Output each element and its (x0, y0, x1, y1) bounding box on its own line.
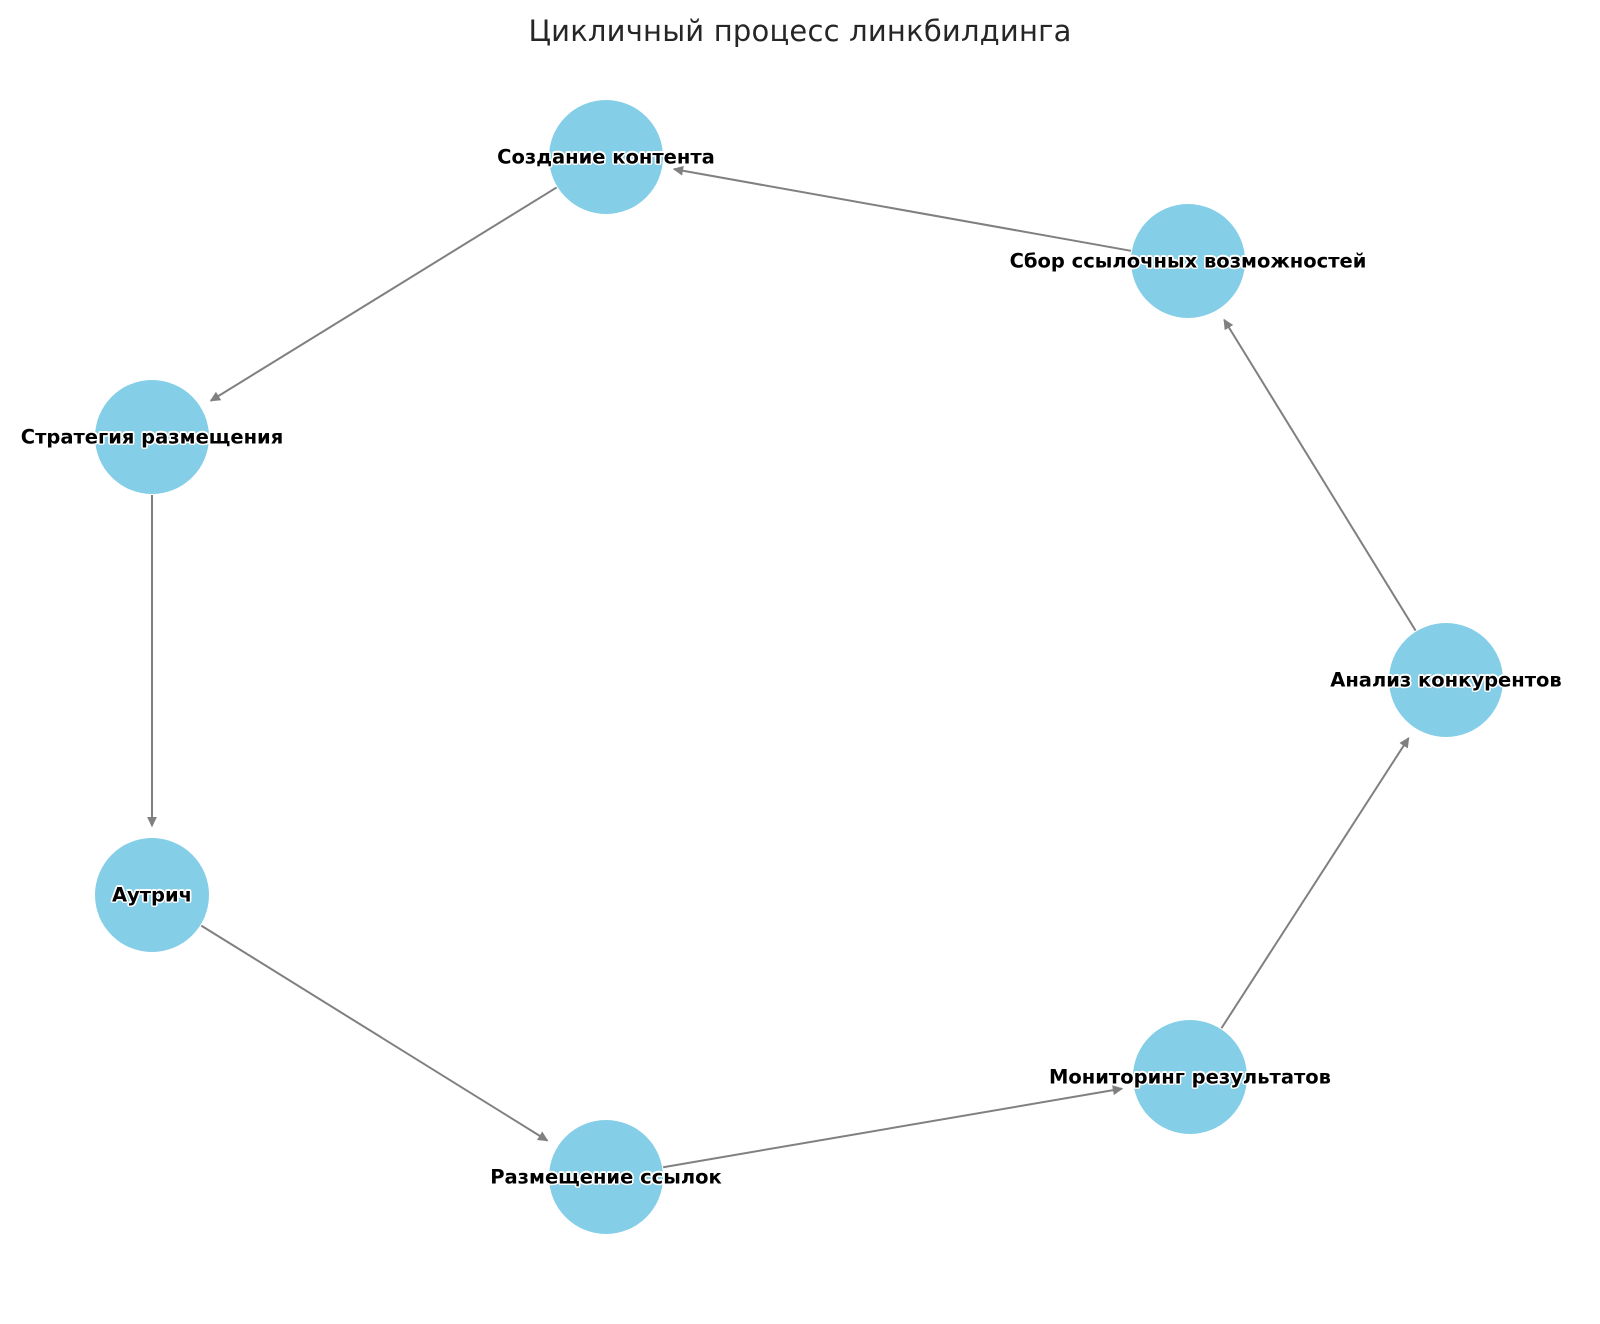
page-title: Цикличный процесс линкбилдинга (528, 14, 1072, 48)
graph-edge (1223, 318, 1417, 632)
graph-node-strategy[interactable] (95, 380, 209, 494)
graph-edge (1220, 736, 1410, 1029)
graph-node-prospecting[interactable] (1131, 204, 1245, 318)
graph-edge (662, 1085, 1124, 1169)
graph-edge (200, 924, 549, 1142)
graph-node-monitoring[interactable] (1133, 1020, 1247, 1134)
edges-layer (147, 165, 1417, 1169)
graph-node-competitors[interactable] (1389, 623, 1503, 737)
graph-node-content[interactable] (549, 100, 663, 214)
graph-node-placement[interactable] (549, 1120, 663, 1234)
nodes-layer (95, 100, 1503, 1234)
graph-edge (672, 165, 1132, 252)
graph-node-outreach[interactable] (95, 838, 209, 952)
graph-edge (209, 186, 558, 402)
